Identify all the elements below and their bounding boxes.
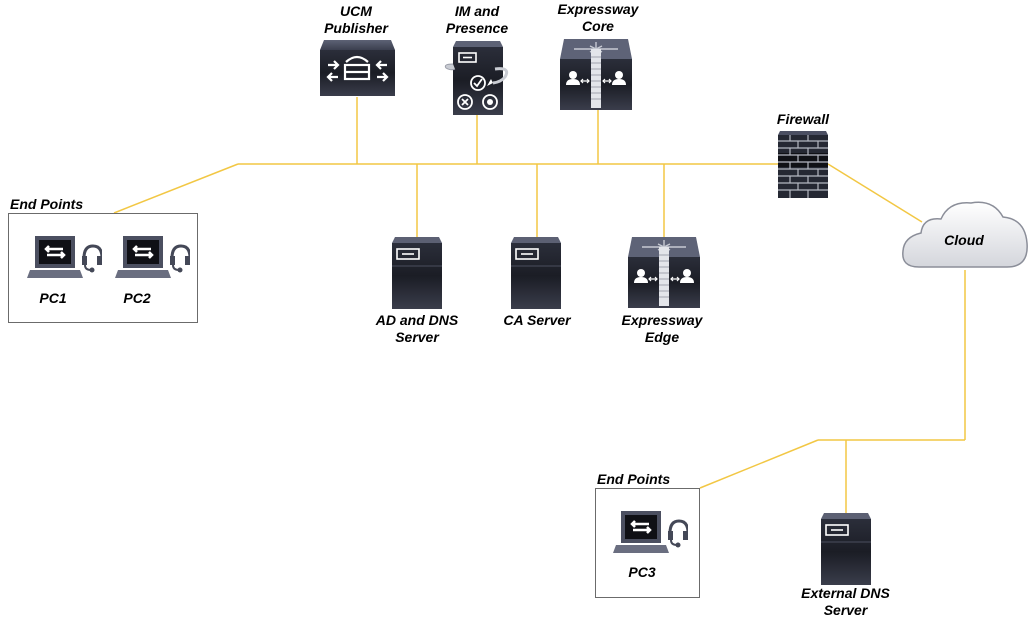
expressway-icon — [560, 39, 632, 110]
expressway-core-label-line2: Core — [582, 18, 614, 34]
laptop-headset-icon — [27, 236, 102, 278]
external-dns-server-label-line1: External DNS — [801, 585, 890, 601]
ad-dns-server-label: AD and DNS Server — [367, 312, 467, 346]
ca-server-node[interactable] — [511, 237, 561, 309]
ca-server-label: CA Server — [503, 312, 571, 328]
external-dns-server-label-line2: Server — [823, 602, 868, 618]
pc3-node[interactable] — [613, 509, 688, 557]
ucm-publisher-label-line2: Publisher — [324, 20, 388, 36]
external-dns-server-node[interactable] — [821, 513, 871, 585]
pc1-label: PC1 — [39, 290, 67, 306]
endpoints-external-title: End Points — [597, 471, 671, 487]
pc3-label: PC3 — [628, 564, 656, 580]
ucm-publisher-label-line1: UCM — [340, 3, 372, 19]
presence-server-icon — [444, 41, 509, 115]
im-presence-node[interactable] — [443, 41, 513, 115]
ucm-publisher-node[interactable] — [320, 40, 395, 96]
link-external-endpoints — [699, 439, 819, 489]
ad-dns-server-label-line1: AD and DNS — [375, 312, 459, 328]
expressway-core-node[interactable] — [560, 39, 632, 110]
expressway-edge-label: Expressway Edge — [612, 312, 712, 346]
firewall-node[interactable] — [778, 131, 828, 198]
server-icon — [392, 237, 442, 309]
cloud-label: Cloud — [944, 232, 984, 248]
im-presence-label-line1: IM and — [454, 3, 500, 19]
server-icon — [821, 513, 871, 585]
laptop-headset-icon — [613, 511, 688, 553]
im-presence-label-line2: Presence — [445, 20, 509, 36]
firewall-label: Firewall — [776, 111, 830, 127]
ad-dns-server-node[interactable] — [392, 237, 442, 309]
ucm-publisher-label: UCM Publisher — [316, 3, 396, 37]
expressway-core-label-line1: Expressway — [557, 1, 639, 17]
call-manager-icon — [320, 40, 395, 96]
ad-dns-server-label-line2: Server — [395, 329, 439, 345]
cloud-icon — [902, 201, 1028, 268]
im-presence-label: IM and Presence — [437, 3, 517, 37]
endpoints-internal-title: End Points — [10, 196, 84, 212]
firewall-icon — [778, 131, 828, 198]
external-dns-server-label: External DNS Server — [788, 585, 903, 619]
pc2-node[interactable] — [115, 234, 190, 282]
expressway-edge-label-line1: Expressway — [621, 312, 703, 328]
link-firewall-cloud — [827, 163, 923, 223]
laptop-headset-icon — [115, 236, 190, 278]
server-icon — [511, 237, 561, 309]
cloud-node[interactable] — [901, 195, 1029, 271]
pc1-node[interactable] — [27, 234, 102, 282]
expressway-core-label: Expressway Core — [548, 1, 648, 35]
link-bus-to-endpoints — [113, 163, 239, 214]
expressway-edge-node[interactable] — [628, 237, 700, 308]
pc2-label: PC2 — [123, 290, 151, 306]
endpoints-external-group: PC3 — [595, 488, 700, 598]
endpoints-internal-group: PC1 PC2 — [8, 213, 198, 323]
expressway-icon — [628, 237, 700, 308]
expressway-edge-label-line2: Edge — [644, 329, 680, 345]
